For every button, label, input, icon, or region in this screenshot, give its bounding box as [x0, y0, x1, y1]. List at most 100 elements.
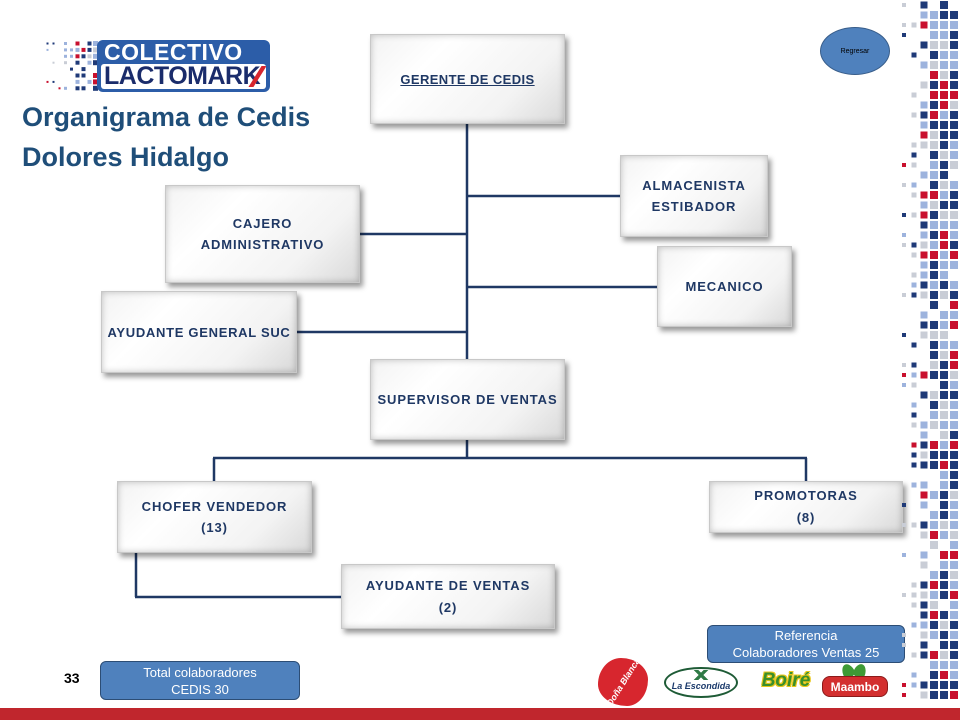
page-title-line-1: Organigrama de Cedis — [22, 102, 311, 132]
pattern-square — [950, 361, 958, 369]
org-box-title: AYUDANTE GENERAL SUC — [107, 324, 291, 340]
pattern-square — [70, 48, 73, 52]
pattern-square — [920, 141, 928, 149]
boire-logo-text: Boiré — [761, 670, 811, 691]
pattern-square — [930, 541, 938, 549]
pattern-square — [950, 191, 958, 199]
pattern-square — [75, 47, 80, 52]
pattern-square — [950, 201, 958, 209]
pattern-square — [940, 511, 948, 519]
pattern-square — [930, 271, 938, 279]
pattern-square — [930, 661, 938, 669]
pattern-square — [930, 151, 938, 159]
pattern-square — [950, 421, 958, 429]
regresar-button[interactable]: Regresar — [820, 27, 890, 75]
pattern-square — [930, 411, 938, 419]
pattern-square — [950, 551, 958, 559]
pattern-square — [920, 621, 928, 629]
pattern-square — [950, 611, 958, 619]
pattern-square — [75, 79, 80, 84]
org-box-promotoras: PROMOTORAS (8) — [709, 481, 903, 533]
org-box-title-line-2: ADMINISTRATIVO — [200, 237, 325, 252]
pattern-square — [940, 591, 948, 599]
pattern-square — [940, 431, 948, 439]
referencia-line-1: Referencia — [774, 628, 838, 643]
pattern-square — [920, 261, 928, 269]
referencia-box: Referencia Colaboradores Ventas 25 — [707, 625, 905, 663]
pattern-square — [950, 11, 958, 19]
pattern-square — [940, 261, 948, 269]
pattern-square — [920, 251, 928, 259]
pattern-square — [930, 531, 938, 539]
pattern-square — [93, 73, 98, 78]
pattern-square — [930, 601, 938, 609]
pattern-square — [911, 422, 917, 428]
pattern-square — [87, 79, 92, 84]
pattern-square — [70, 54, 73, 58]
pattern-square — [940, 281, 948, 289]
pattern-square — [75, 86, 80, 91]
pattern-square — [920, 631, 928, 639]
pattern-square — [950, 491, 958, 499]
pattern-square — [950, 51, 958, 59]
pattern-square — [940, 471, 948, 479]
pattern-square — [950, 641, 958, 649]
pattern-square — [930, 441, 938, 449]
pattern-square — [902, 523, 906, 527]
pattern-square — [920, 431, 928, 439]
pattern-square — [940, 421, 948, 429]
pattern-square — [950, 291, 958, 299]
pattern-square — [902, 553, 906, 557]
pattern-square — [950, 501, 958, 509]
pattern-square — [930, 261, 938, 269]
pattern-square — [940, 91, 948, 99]
la-escondida-logo-text: La Escondida — [671, 681, 731, 691]
pattern-square — [911, 622, 917, 628]
pattern-square — [940, 671, 948, 679]
pattern-square — [930, 81, 938, 89]
pattern-square — [930, 191, 938, 199]
pattern-square — [93, 47, 98, 53]
pattern-square — [940, 141, 948, 149]
total-line-1: Total colaboradores — [143, 664, 257, 680]
total-colaboradores-box: Total colaboradores CEDIS 30 — [100, 661, 300, 700]
pattern-square — [950, 351, 958, 359]
bottom-red-band — [0, 708, 960, 720]
pattern-square — [940, 381, 948, 389]
pattern-square — [950, 451, 958, 459]
pattern-square — [920, 581, 928, 589]
pattern-square — [950, 101, 958, 109]
pattern-square — [940, 501, 948, 509]
pattern-square — [902, 33, 906, 37]
pattern-square — [940, 201, 948, 209]
pattern-square — [950, 581, 958, 589]
page-number: 33 — [64, 670, 80, 686]
pattern-square — [64, 42, 67, 45]
pattern-square — [920, 11, 928, 19]
org-box-ayudante-general: AYUDANTE GENERAL SUC — [101, 291, 297, 373]
pattern-square — [950, 441, 958, 449]
pattern-square — [902, 23, 906, 27]
pattern-square — [930, 161, 938, 169]
pattern-square — [920, 21, 928, 29]
pattern-square — [950, 121, 958, 129]
pattern-square — [940, 161, 948, 169]
pattern-square — [902, 503, 906, 507]
pattern-square — [920, 451, 928, 459]
pattern-square — [940, 371, 948, 379]
pattern-square — [950, 381, 958, 389]
pattern-square — [920, 441, 928, 449]
maambo-logo: Maambo — [822, 662, 888, 698]
pattern-square — [940, 651, 948, 659]
pattern-square — [87, 47, 92, 52]
pattern-square — [930, 491, 938, 499]
pattern-square — [920, 521, 928, 529]
pattern-square — [902, 213, 906, 217]
pattern-square — [950, 161, 958, 169]
pattern-square — [940, 531, 948, 539]
pattern-square — [920, 191, 928, 199]
org-box-supervisor-de-ventas: SUPERVISOR DE VENTAS — [370, 359, 565, 440]
pattern-square — [940, 101, 948, 109]
pattern-square — [950, 81, 958, 89]
pattern-square — [940, 181, 948, 189]
